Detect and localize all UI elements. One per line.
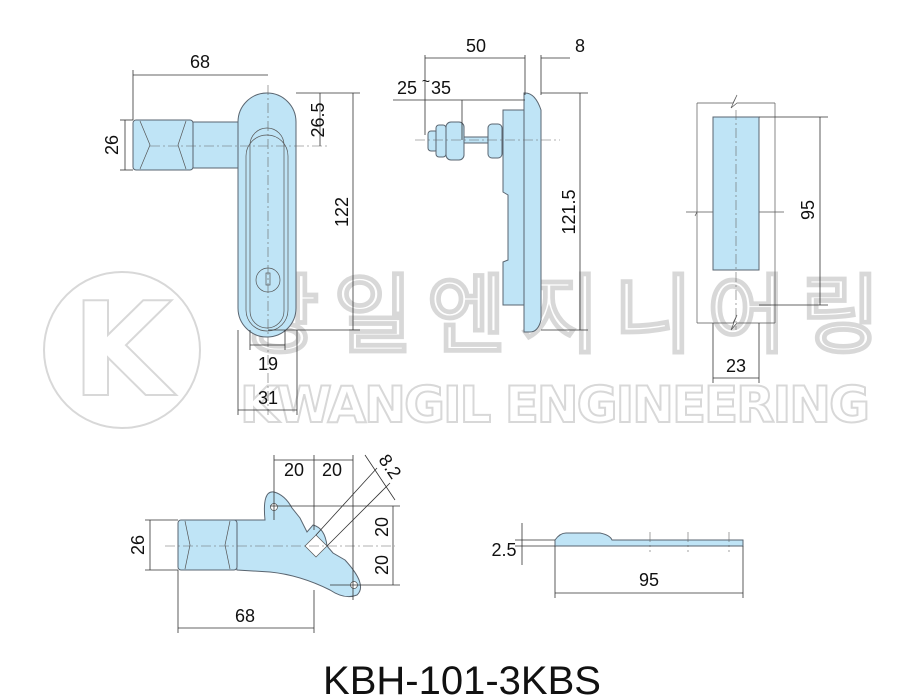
nut <box>445 121 465 161</box>
dim-cam-handle-height: 26 <box>128 535 148 555</box>
cam-side-profile <box>554 532 744 547</box>
dim-end-height: 95 <box>798 200 818 220</box>
dim-top-to-center: 26.5 <box>308 102 328 137</box>
cam-side-view: 2.5 95 <box>491 523 744 598</box>
watermark-english: KWANGIL ENGINEERING <box>240 376 870 434</box>
watermark-logo-letter: K <box>72 274 177 426</box>
dim-cam-offset-left: 20 <box>284 460 304 480</box>
handle-arm <box>192 121 241 169</box>
watermark-logo-circle <box>43 271 201 429</box>
cam-handle <box>177 519 238 571</box>
side-plate <box>523 92 542 333</box>
dim-flange: 8 <box>575 36 585 56</box>
dim-depth: 50 <box>466 36 486 56</box>
side-view: 50 8 25 ~ 35 121.5 <box>393 36 588 333</box>
dim-range-separator: ~ <box>422 73 430 89</box>
end-body <box>712 116 760 271</box>
dim-side-height: 121.5 <box>559 189 579 234</box>
cam-view: 20 20 8.2 20 20 26 68 <box>128 451 405 633</box>
dim-grip-range-max: 35 <box>431 78 451 98</box>
dim-cam-lower: 20 <box>372 555 392 575</box>
dim-height: 122 <box>332 197 352 227</box>
watermark-korean: 광일엔지니어링 <box>240 266 880 366</box>
dim-width: 31 <box>258 388 278 408</box>
dim-end-width: 23 <box>726 356 746 376</box>
dim-cam-thickness: 2.5 <box>491 540 516 560</box>
nut-inner <box>487 123 503 159</box>
dim-cam-side-length: 95 <box>639 570 659 590</box>
dim-slot-width: 19 <box>258 354 278 374</box>
dim-handle-length: 68 <box>190 52 210 72</box>
front-view: 68 26 26.5 122 19 31 <box>102 52 360 415</box>
slot <box>249 127 285 329</box>
dim-cam-offset-right: 20 <box>322 460 342 480</box>
lock-body <box>237 92 297 338</box>
dim-grip-range-min: 25 <box>397 78 417 98</box>
watermark: K 광일엔지니어링 KWANGIL ENGINEERING <box>43 265 881 435</box>
dim-cam-diag: 8.2 <box>375 451 406 483</box>
dim-cam-upper: 20 <box>372 517 392 537</box>
cam-blade <box>225 491 361 598</box>
dim-handle-height: 26 <box>102 135 122 155</box>
model-title: KBH-101-3KBS <box>323 659 601 700</box>
end-view: 95 23 <box>686 94 828 383</box>
side-body <box>502 109 525 306</box>
dim-cam-length: 68 <box>235 606 255 626</box>
